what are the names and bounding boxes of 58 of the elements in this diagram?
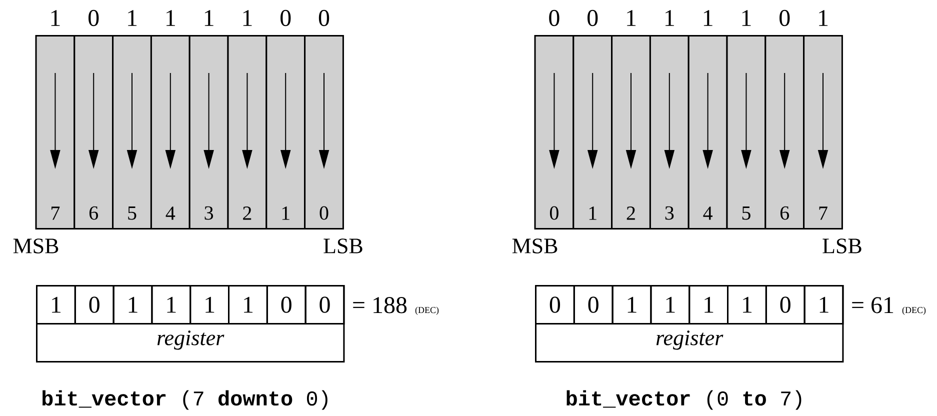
bit-cell: 1 <box>688 285 728 324</box>
bit-column: 7 <box>35 35 76 230</box>
bit-value: 0 <box>318 10 330 26</box>
bit-cell: 1 <box>650 285 690 324</box>
bit-cell: 1 <box>151 285 192 324</box>
bit-column: 0 <box>534 35 574 230</box>
bit-column: 4 <box>688 35 728 230</box>
type-caption: bit_vector (0 to 7) <box>566 390 802 410</box>
bit-column: 1 <box>572 35 613 230</box>
bit-value: 0 <box>549 10 560 26</box>
bit-value: 1 <box>166 10 175 26</box>
bit-cell: 1 <box>190 285 230 324</box>
bit-cell: 1 <box>612 285 652 324</box>
bit-cell: 1 <box>727 285 767 324</box>
bit-cell: 0 <box>573 285 614 324</box>
bit-column: 1 <box>266 35 306 230</box>
bit-order-label: MSB <box>512 238 558 254</box>
bit-cell: 0 <box>266 285 306 324</box>
bit-column: 2 <box>611 35 651 230</box>
bit-column: 6 <box>764 35 805 230</box>
type-caption: bit_vector (7 downto 0) <box>42 390 328 410</box>
bit-value: 0 <box>88 10 99 26</box>
bit-column: 7 <box>803 35 843 230</box>
bit-column: 5 <box>726 35 766 230</box>
bit-cell: 0 <box>74 285 114 324</box>
bit-cell: 0 <box>535 285 575 324</box>
bit-value: 0 <box>280 10 291 26</box>
unit-label: (DEC) <box>902 306 926 315</box>
bit-column: 5 <box>112 35 152 230</box>
bit-column: 4 <box>150 35 190 230</box>
bit-column: 6 <box>74 35 114 230</box>
bit-order-label: MSB <box>13 238 58 254</box>
bit-column: 0 <box>304 35 344 230</box>
decimal-value: = 188 <box>353 297 407 314</box>
bit-value: 0 <box>780 10 790 26</box>
bit-cell: 1 <box>112 285 153 324</box>
bit-cell: 0 <box>304 285 345 324</box>
bit-value: 1 <box>128 10 137 26</box>
bit-value: 0 <box>588 10 598 26</box>
bit-column: 2 <box>227 35 268 230</box>
bit-cell: 0 <box>765 285 806 324</box>
bit-value: 1 <box>627 10 636 26</box>
bit-value: 1 <box>666 10 674 26</box>
bit-order-label: LSB <box>324 238 362 254</box>
bit-order-label: LSB <box>822 238 862 254</box>
bit-value: 1 <box>742 10 751 26</box>
decimal-value: = 61 <box>852 297 894 314</box>
bit-value: 1 <box>819 10 828 26</box>
bit-cell: 1 <box>804 285 844 324</box>
bit-column: 3 <box>649 35 690 230</box>
bit-value: 1 <box>243 10 252 26</box>
bit-column: 3 <box>188 35 229 230</box>
bit-cell: 1 <box>36 285 76 324</box>
bit-value: 1 <box>704 10 712 26</box>
bit-value: 1 <box>51 10 60 26</box>
bit-cell: 1 <box>228 285 268 324</box>
unit-label: (DEC) <box>415 306 439 315</box>
bit-value: 1 <box>204 10 214 26</box>
